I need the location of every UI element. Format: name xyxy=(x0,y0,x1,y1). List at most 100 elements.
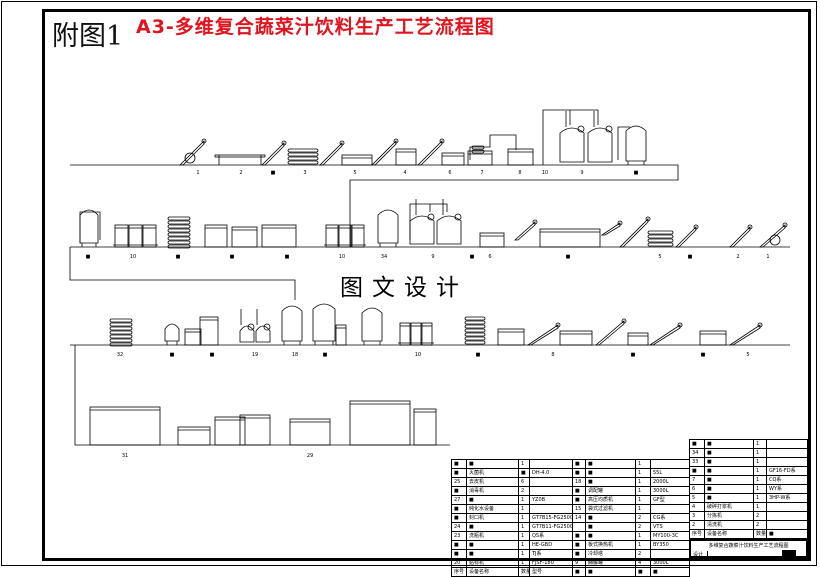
table-cell: 清洗机 xyxy=(704,520,754,530)
table-cell: ■ xyxy=(572,540,586,550)
table-cell: 55L xyxy=(650,468,690,478)
table-cell: 高压均质机 xyxy=(585,495,636,505)
peeler xyxy=(341,154,373,166)
equipment-number-label: 1 xyxy=(196,170,199,176)
filter-rack xyxy=(109,318,133,347)
filter-press xyxy=(261,224,297,248)
pipe-line xyxy=(617,126,630,160)
table-cell: CG系 xyxy=(650,513,690,523)
storage-tank xyxy=(142,224,157,248)
redacted-marker: ■ xyxy=(210,352,215,358)
tank xyxy=(361,307,383,345)
equipment-number-label: 1 xyxy=(766,254,769,260)
process-line-row4 xyxy=(74,345,450,446)
table-cell: ■ xyxy=(585,468,636,478)
juicer xyxy=(467,150,493,166)
table-cell: ■ xyxy=(451,513,467,523)
filter-rack xyxy=(287,148,319,165)
table-row: ■■1■■1 xyxy=(451,459,690,469)
tank xyxy=(281,305,303,345)
table-cell: ■ xyxy=(466,549,519,559)
table-cell: 1 xyxy=(753,457,767,467)
equipment-number-label: 10 xyxy=(339,254,345,260)
storage-tank xyxy=(114,224,129,248)
filter-rack xyxy=(464,316,486,345)
table-cell: ■ xyxy=(451,504,467,514)
table-cell: ■ xyxy=(451,468,467,478)
sterilizer xyxy=(89,406,161,446)
jacketed-tank xyxy=(587,111,613,163)
table-cell: 2 xyxy=(753,511,767,521)
table-cell: 2 xyxy=(635,549,651,559)
sorter xyxy=(627,332,649,346)
table-cell: WY系 xyxy=(766,484,808,494)
equipment-number-label: 18 xyxy=(292,352,298,358)
washing-line xyxy=(539,228,601,248)
table-cell: 序号 xyxy=(689,529,705,539)
sealer xyxy=(214,416,246,446)
table-cell: ■ xyxy=(766,529,808,539)
pipe-line xyxy=(79,211,101,243)
equipment-number-label: 5 xyxy=(353,170,356,176)
redacted-marker: ■ xyxy=(688,254,693,260)
equipment-number-label: 5 xyxy=(658,254,661,260)
table-cell: 1 xyxy=(518,540,530,550)
table-cell: 15 xyxy=(572,504,586,514)
equipment-number-label: 6 xyxy=(488,254,491,260)
table-cell: DH-4.0 xyxy=(529,468,573,478)
table-cell: 酶解罐 xyxy=(585,558,636,568)
table-cell: ■ xyxy=(585,459,636,469)
inclined-conveyor xyxy=(261,140,287,166)
redacted-marker: ■ xyxy=(701,352,706,358)
table-cell xyxy=(766,520,808,530)
table-cell: ■ xyxy=(451,459,467,469)
sorter xyxy=(479,232,505,248)
redacted-marker: ■ xyxy=(631,352,636,358)
equipment-number-label: 4 xyxy=(403,170,406,176)
equipment-number-label: 29 xyxy=(307,453,313,459)
table-cell xyxy=(529,504,573,514)
table-cell: ■ xyxy=(704,484,754,494)
table-cell: 1 xyxy=(635,495,651,505)
storage-tank xyxy=(421,322,433,346)
inclined-conveyor xyxy=(319,140,345,166)
packer xyxy=(239,414,271,446)
table-cell: 1 xyxy=(518,504,530,514)
redacted-marker: ■ xyxy=(86,254,91,260)
table-cell: 6 xyxy=(689,484,705,494)
table-cell: 型号 xyxy=(529,567,573,577)
pump xyxy=(335,324,347,346)
equipment-number-label: 5 xyxy=(746,352,749,358)
inclined-conveyor xyxy=(526,322,561,346)
table-cell: 分拣机 xyxy=(704,511,754,521)
table-cell: ■ xyxy=(466,522,519,532)
table-cell: GF16-FD系 xyxy=(766,466,808,476)
table-cell xyxy=(766,511,808,521)
inclined-conveyor xyxy=(513,219,538,241)
equipment-number-label: 10 xyxy=(542,170,548,176)
jacketed-tank xyxy=(559,111,585,163)
equipment-number-label: 8 xyxy=(551,352,554,358)
table-cell: MY100-3C xyxy=(650,531,690,541)
table-cell: 3HP-W系 xyxy=(766,493,808,503)
table-cell: ■ xyxy=(572,549,586,559)
equipment-number-label: 19 xyxy=(252,352,258,358)
table-cell: 3 xyxy=(689,511,705,521)
table-cell: 9 xyxy=(572,558,586,568)
sorting-table xyxy=(214,154,266,165)
table-cell: ■ xyxy=(585,522,636,532)
table-cell: 5 xyxy=(689,493,705,503)
connector-line xyxy=(69,247,296,300)
table-cell: 1 xyxy=(518,459,530,469)
storage-tank xyxy=(351,224,365,248)
table-cell: 封口机 xyxy=(466,513,519,523)
table-cell: 6 xyxy=(518,477,530,487)
tank xyxy=(164,323,180,345)
storage-tank xyxy=(410,322,422,346)
